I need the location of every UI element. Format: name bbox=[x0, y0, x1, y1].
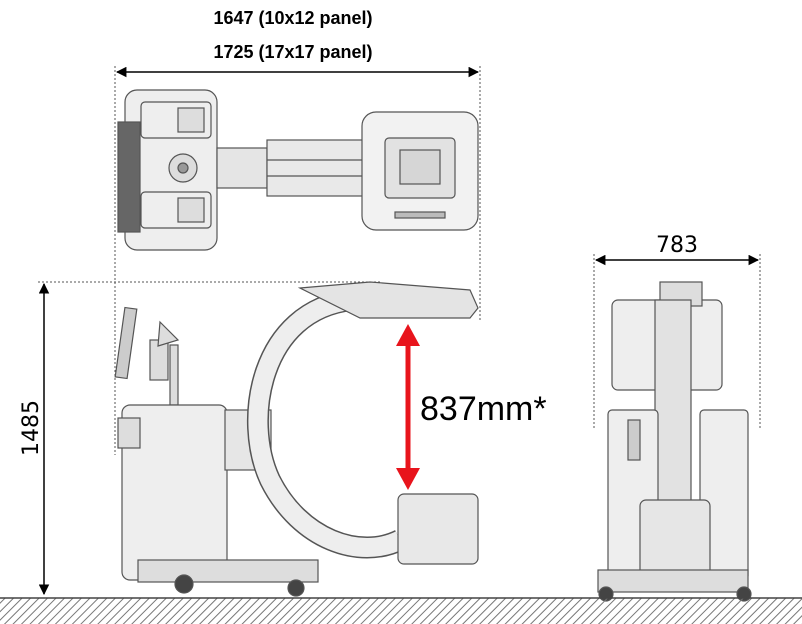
c-arm-side-view bbox=[114, 281, 479, 597]
clearance-label: 837mm* bbox=[420, 390, 547, 428]
c-arm-front-view bbox=[597, 281, 752, 602]
width-label-10x12: 1647 (10x12 panel) bbox=[213, 8, 372, 28]
double-arrow-icon bbox=[396, 324, 420, 490]
width-label-17x17: 1725 (17x17 panel) bbox=[213, 42, 372, 62]
depth-label: 783 bbox=[656, 233, 698, 258]
height-label: 1485 bbox=[19, 400, 44, 456]
c-arm-top-view bbox=[117, 89, 479, 251]
floor bbox=[0, 598, 802, 624]
